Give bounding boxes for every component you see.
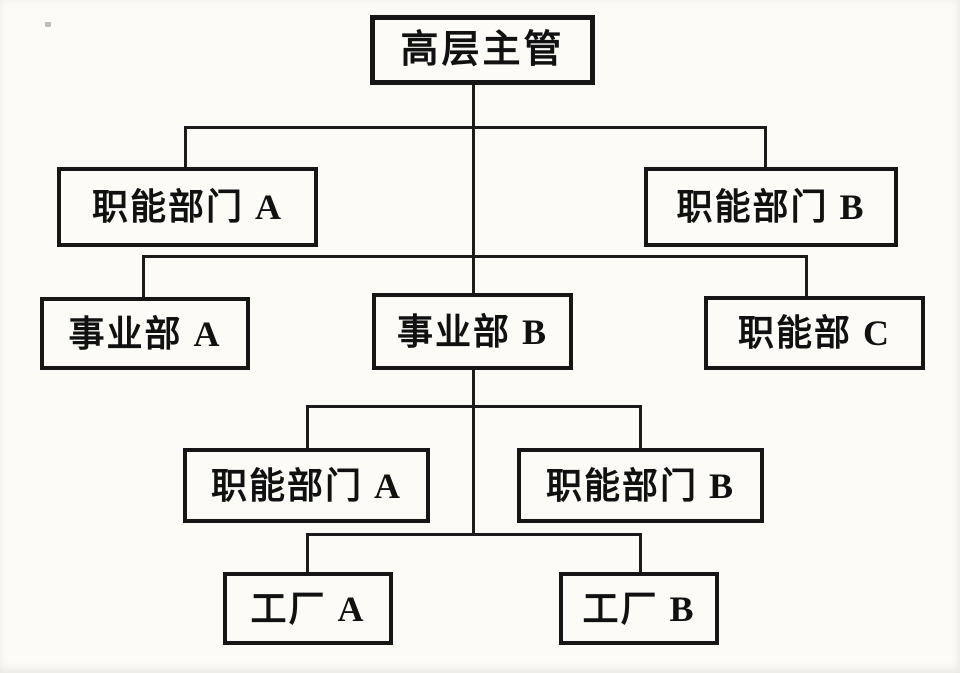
node-functional-dept-b-hq: 职能部门 B xyxy=(644,167,898,247)
connector-drop-func-c xyxy=(805,255,808,298)
node-label: 职能部门 A xyxy=(211,465,402,506)
connector-drop-division-a xyxy=(142,255,145,298)
connector-spine-division-b xyxy=(472,370,475,536)
connector-drop-func-a-hq xyxy=(184,126,187,168)
node-label: 工厂 A xyxy=(250,588,366,629)
node-label: 职能部门 B xyxy=(545,465,735,506)
node-label: 事业部 B xyxy=(396,311,548,352)
connector-rail-level5 xyxy=(306,533,642,536)
connector-drop-factory-a xyxy=(306,533,309,573)
node-label: 高层主管 xyxy=(400,29,565,71)
node-label: 事业部 A xyxy=(68,313,222,354)
node-division-b: 事业部 B xyxy=(372,293,573,370)
connector-drop-func-b-hq xyxy=(764,126,767,168)
node-label: 工厂 B xyxy=(582,588,696,629)
node-factory-a: 工厂 A xyxy=(223,572,393,645)
scan-speck xyxy=(45,22,51,27)
connector-rail-level2 xyxy=(184,126,767,129)
node-functional-dept-a-div: 职能部门 A xyxy=(183,448,430,523)
connector-drop-func-b-div xyxy=(639,405,642,449)
node-label: 职能部门 B xyxy=(676,187,866,227)
node-functional-dept-b-div: 职能部门 B xyxy=(517,448,764,523)
connector-drop-func-a-div xyxy=(306,405,309,449)
node-label: 职能部 C xyxy=(738,313,891,353)
node-functional-dept-c: 职能部 C xyxy=(704,296,925,370)
node-division-a: 事业部 A xyxy=(40,297,250,370)
connector-rail-level4 xyxy=(306,405,642,408)
connector-spine-top xyxy=(472,85,475,295)
node-top-executive: 高层主管 xyxy=(370,15,595,85)
node-label: 职能部门 A xyxy=(92,187,283,227)
node-functional-dept-a-hq: 职能部门 A xyxy=(57,167,318,247)
node-factory-b: 工厂 B xyxy=(559,572,719,645)
connector-drop-factory-b xyxy=(639,533,642,573)
connector-rail-level3 xyxy=(142,255,808,258)
